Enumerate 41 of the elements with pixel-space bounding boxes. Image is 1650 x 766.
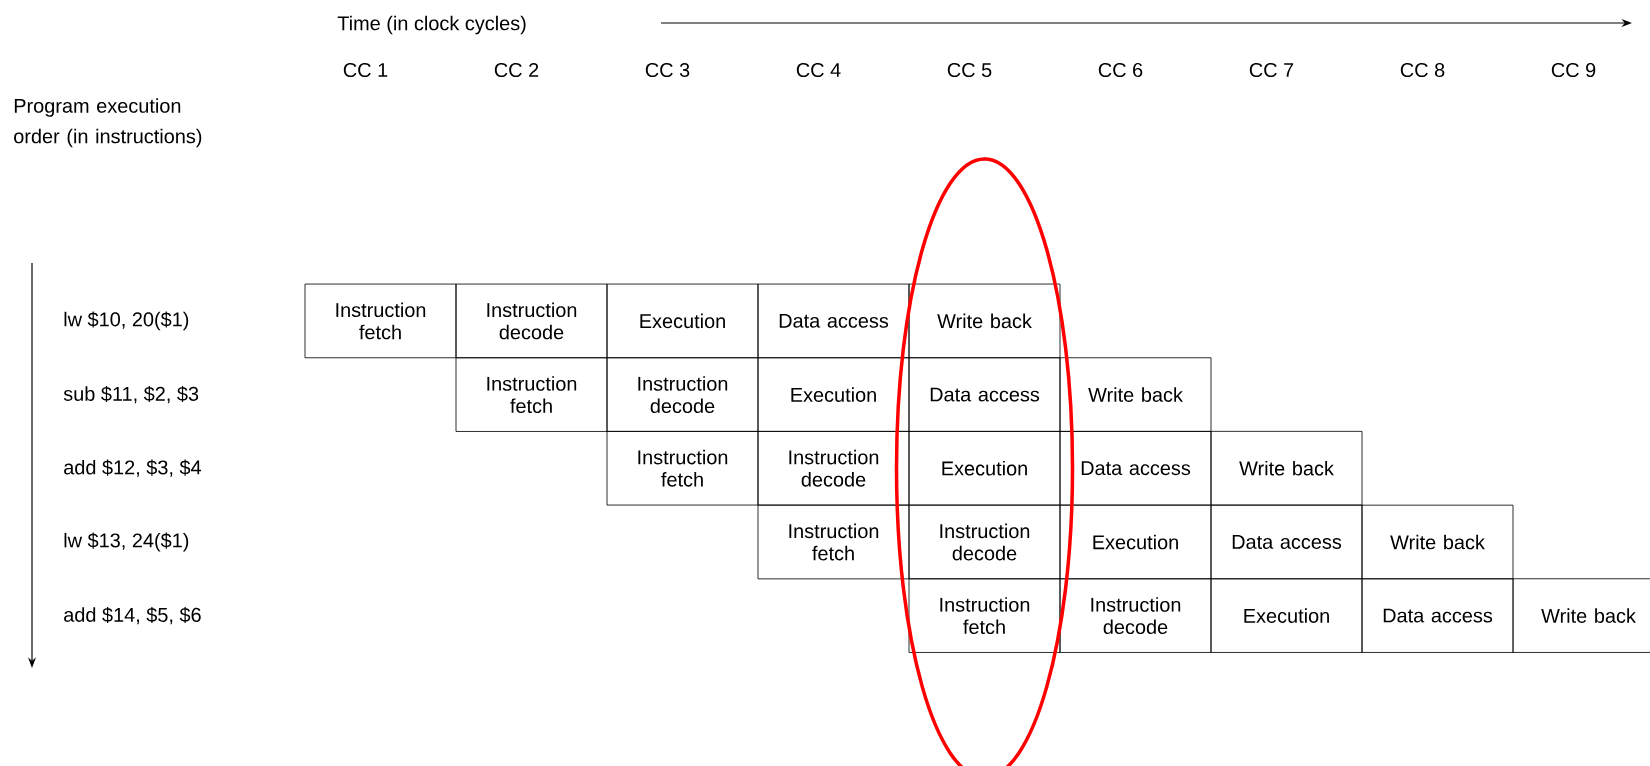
stage-box: Execution [1210,578,1363,653]
instruction-label: sub $11, $2, $3 [63,385,199,404]
stage-box: Execution [1059,504,1212,580]
stage-box: Write back [1361,504,1514,580]
stage-box: Data access [1059,430,1212,506]
cycle-label: CC 9 [1551,62,1596,78]
stage-box: Write back [1210,430,1363,506]
cycle-label: CC 3 [645,62,690,78]
stage-box: Write back [908,283,1061,359]
cycle-label: CC 4 [796,62,841,78]
axis-title: Time (in clock cycles) [337,15,526,35]
stage-box: Instruction fetch [304,283,457,359]
stage-box: Instruction fetch [757,504,910,580]
cycle-label: CC 1 [343,62,388,78]
stage-box: Write back [1512,578,1650,653]
instruction-label: lw $10, 20($1) [64,311,189,331]
stage-box: Execution [757,357,910,432]
stage-box: Execution [908,430,1061,506]
cycle-label: CC 7 [1249,62,1294,78]
cycle-label: CC 2 [494,62,539,78]
stage-box: Instruction fetch [455,357,608,432]
stage-box: Instruction fetch [606,430,759,506]
cycle-label: CC 5 [947,62,992,78]
stage-box: Instruction decode [1059,578,1212,653]
stage-box: Data access [1361,578,1514,653]
stage-box: Data access [908,357,1061,432]
stage-box: Instruction fetch [908,578,1061,653]
instruction-label: lw $13, 24($1) [64,532,189,552]
stage-box: Instruction decode [908,504,1061,580]
instruction-label: add $14, $5, $6 [64,606,201,625]
stage-box: Execution [606,283,759,359]
stage-box: Data access [757,283,910,359]
stage-box: Instruction decode [606,357,759,432]
axis-title: Program execution order (in instructions) [14,98,202,148]
stage-box: Instruction decode [455,283,608,359]
instruction-label: add $12, $3, $4 [64,459,202,477]
stage-box: Instruction decode [757,430,910,506]
cycle-label: CC 8 [1400,62,1445,78]
stage-box: Data access [1210,504,1363,580]
stage-box: Write back [1059,357,1212,432]
cycle-label: CC 6 [1098,62,1143,78]
